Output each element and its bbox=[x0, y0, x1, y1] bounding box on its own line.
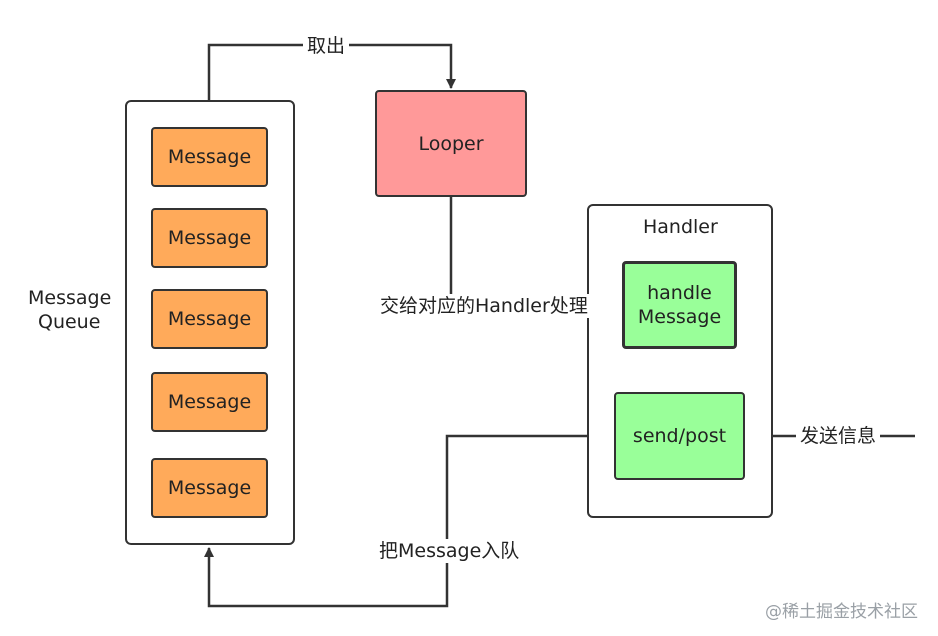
message-item: Message bbox=[151, 458, 268, 518]
message-item: Message bbox=[151, 372, 268, 432]
send-info-label: 发送信息 bbox=[796, 424, 881, 448]
message-item: Message bbox=[151, 127, 268, 187]
handle-message-line1: handle bbox=[647, 282, 712, 304]
dispatch-label: 交给对应的Handler处理 bbox=[378, 294, 590, 318]
message-item: Message bbox=[151, 208, 268, 268]
handle-message-box: handle Message bbox=[622, 261, 737, 349]
enqueue-label: 把Message入队 bbox=[375, 539, 524, 563]
queue-label-line1: Message bbox=[28, 287, 112, 309]
handle-message-line2: Message bbox=[637, 306, 722, 328]
queue-label-line2: Queue bbox=[38, 311, 101, 333]
send-post-box: send/post bbox=[614, 392, 745, 480]
take-out-label: 取出 bbox=[303, 34, 350, 58]
message-item: Message bbox=[151, 289, 268, 349]
handler-title: Handler bbox=[643, 216, 718, 238]
looper-box: Looper bbox=[375, 90, 527, 197]
enqueue-arrow bbox=[204, 434, 614, 608]
watermark: @稀土掘金技术社区 bbox=[765, 602, 918, 622]
